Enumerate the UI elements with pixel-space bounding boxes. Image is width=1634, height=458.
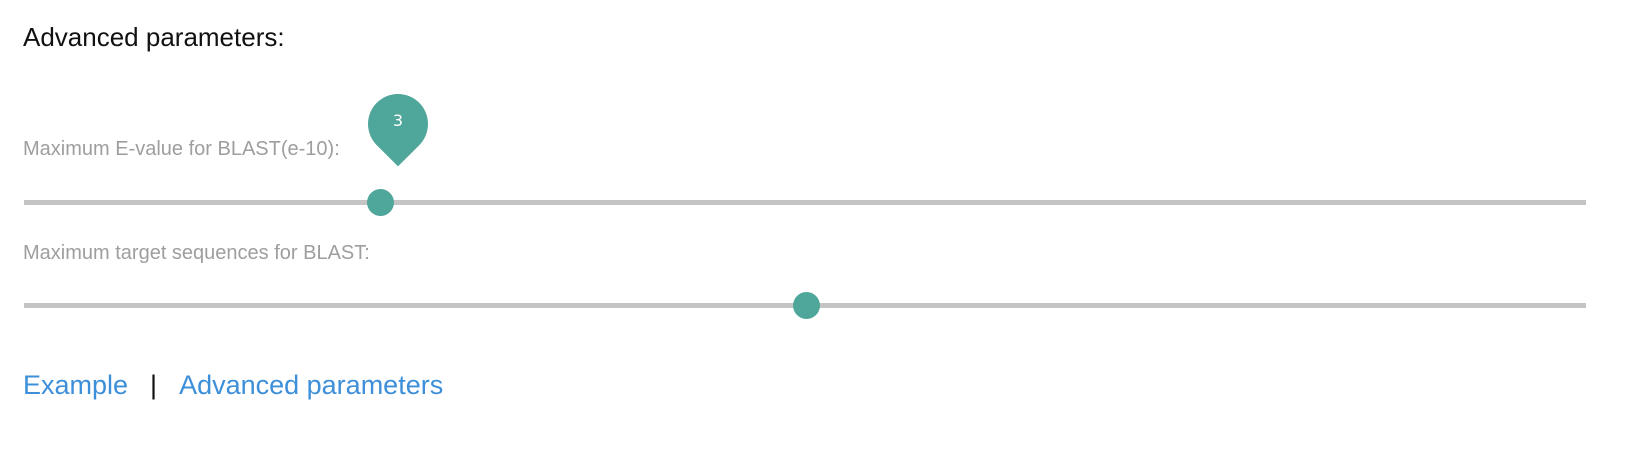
- evalue-label: Maximum E-value for BLAST(e-10):: [23, 138, 340, 160]
- example-link[interactable]: Example: [23, 370, 129, 400]
- evalue-slider-thumb[interactable]: [367, 189, 394, 216]
- link-separator: |: [150, 370, 158, 400]
- target-sequences-slider-thumb[interactable]: [793, 292, 820, 319]
- evalue-slider-track[interactable]: [24, 200, 1586, 205]
- target-sequences-label: Maximum target sequences for BLAST:: [23, 242, 370, 264]
- advanced-parameters-link[interactable]: Advanced parameters: [179, 370, 444, 400]
- target-sequences-slider[interactable]: [24, 291, 1586, 321]
- evalue-value-text: 3: [392, 111, 404, 130]
- section-title: Advanced parameters:: [23, 22, 285, 52]
- evalue-slider[interactable]: [24, 188, 1586, 218]
- bottom-links: Example | Advanced parameters: [23, 370, 443, 401]
